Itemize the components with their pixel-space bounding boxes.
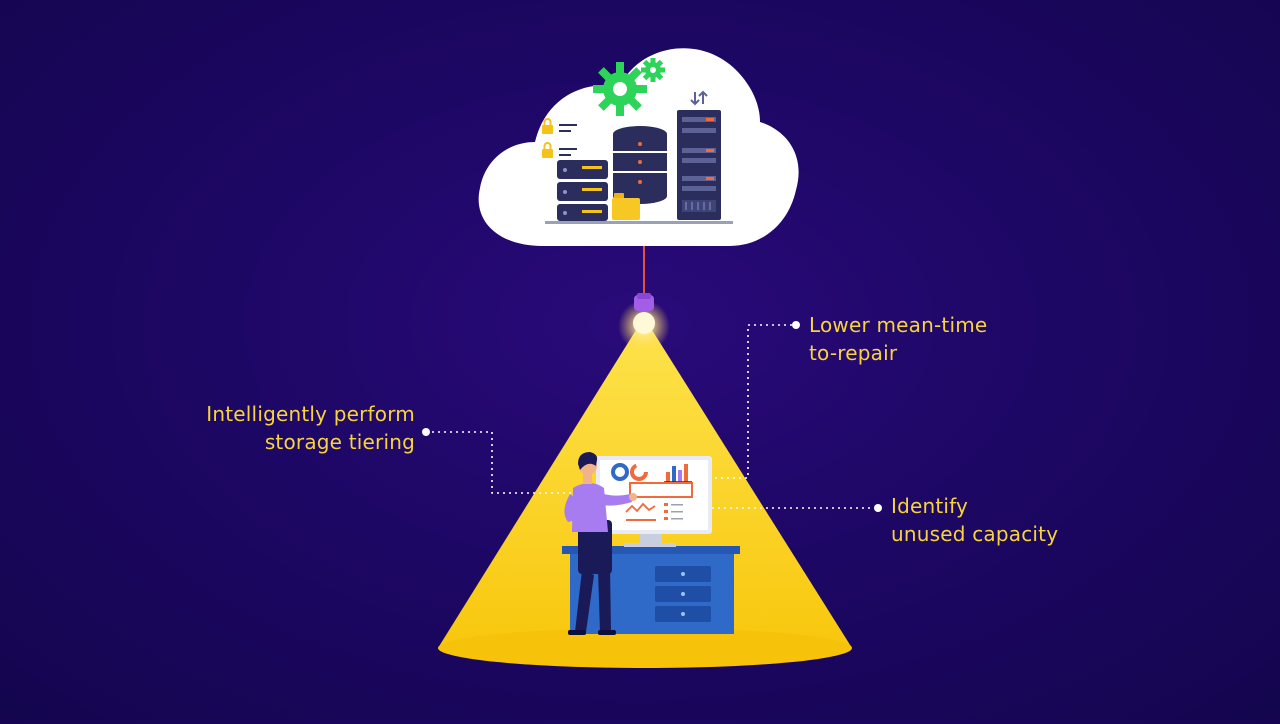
- cloud-shelf: [545, 221, 733, 224]
- database-icon: [613, 126, 667, 204]
- callout-storage-tiering: Intelligently perform storage tiering: [180, 400, 415, 456]
- gear-icon: [593, 58, 665, 116]
- monitor-icon: [596, 456, 712, 547]
- person-icon: [564, 452, 637, 635]
- light-bulb-icon: [618, 293, 670, 352]
- server-stack-icon: [557, 160, 608, 221]
- callout-storage-tiering-line2: storage tiering: [264, 430, 415, 454]
- callout-unused-capacity-line1: Identify: [891, 494, 969, 518]
- transfer-arrows-icon: [690, 90, 708, 106]
- callout-mean-time-to-repair-line1: Lower mean-time: [809, 313, 988, 337]
- callout-storage-tiering-line1: Intelligently perform: [206, 402, 415, 426]
- callout-unused-capacity: Identify unused capacity: [891, 492, 1131, 548]
- callout-mean-time-to-repair: Lower mean-time to-repair: [809, 311, 1049, 367]
- donut-chart-icon: [611, 463, 648, 481]
- padlock-icon: [542, 118, 577, 158]
- callout-mean-time-to-repair-line2: to-repair: [809, 341, 898, 365]
- desk-icon: [562, 546, 740, 634]
- folder-icon: [612, 193, 640, 220]
- callout-unused-capacity-line2: unused capacity: [891, 522, 1059, 546]
- callout-dots: [422, 321, 882, 512]
- callout-connectors: [426, 324, 874, 509]
- server-rack-icon: [677, 110, 721, 220]
